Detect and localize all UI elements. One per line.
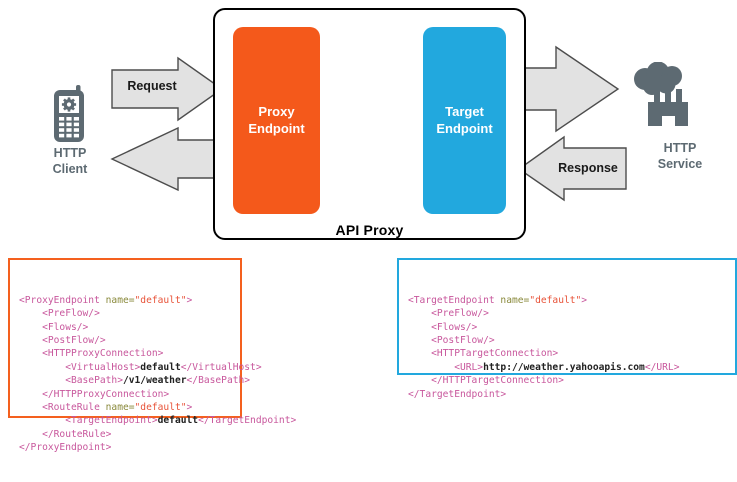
code-token-tag: <ProxyEndpoint (19, 294, 106, 306)
http-client-caption-line2: Client (52, 162, 88, 177)
code-line: <Flows/> (19, 321, 231, 334)
diagram-canvas: API Proxy Proxy Endpoint Target Endpoint… (8, 8, 737, 453)
proxy-endpoint-box[interactable]: Proxy Endpoint (233, 27, 320, 214)
code-token-tag: <TargetEndpoint> (19, 415, 158, 427)
code-line: <RouteRule name="default"> (19, 401, 231, 414)
code-line: <VirtualHost>default</VirtualHost> (19, 361, 261, 374)
code-token-attr: name= (105, 402, 135, 414)
code-line: <PreFlow/> (408, 307, 726, 320)
api-proxy-flow-diagram: API Proxy Proxy Endpoint Target Endpoint… (28, 8, 722, 240)
http-client-caption: HTTP Client (28, 145, 112, 178)
code-token-val: "default" (134, 402, 187, 414)
request-arrow-label: Request (127, 79, 177, 93)
target-endpoint-code-block: <TargetEndpoint name="default"> <PreFlow… (397, 258, 737, 400)
code-token-txt: default (140, 361, 181, 373)
code-line: <BasePath>/v1/weather</BasePath> (19, 374, 250, 387)
code-token-tag: > (186, 402, 193, 414)
code-token-tag: <HTTPProxyConnection> (19, 348, 164, 360)
http-client-caption-line1: HTTP (53, 146, 87, 160)
proxy-endpoint-label-line1: Proxy (258, 104, 295, 120)
code-token-tag: <VirtualHost> (19, 361, 141, 373)
proxy-endpoint-code-block: <ProxyEndpoint name="default"> <PreFlow/… (8, 258, 296, 453)
code-token-val: "default" (134, 294, 187, 306)
code-token-tag: </HTTPProxyConnection> (19, 388, 170, 400)
http-service-caption-line2: Service (657, 157, 703, 172)
code-line: </HTTPProxyConnection> (19, 388, 231, 401)
code-token-tag: </RouteRule> (19, 428, 112, 440)
mobile-phone-gear-icon (42, 85, 98, 150)
proxy-code-lines: <ProxyEndpoint name="default"> <PreFlow/… (19, 294, 296, 455)
code-token-tag: > (581, 294, 588, 306)
code-token-tag: </URL> (644, 361, 680, 373)
code-line: </RouteRule> (19, 428, 231, 441)
code-token-tag: <PostFlow/> (408, 335, 495, 347)
code-token-tag: <PreFlow/> (408, 308, 489, 320)
api-proxy-label: API Proxy (335, 222, 404, 238)
code-token-tag: </TargetEndpoint> (198, 415, 297, 427)
code-line: </TargetEndpoint> (408, 388, 726, 401)
http-service-caption: HTTP Service (638, 140, 722, 173)
target-code-lines: <TargetEndpoint name="default"> <PreFlow… (408, 294, 726, 401)
code-token-tag: </VirtualHost> (180, 361, 262, 373)
code-token-attr: name= (500, 294, 530, 306)
target-endpoint-label-line2: Endpoint (436, 120, 493, 136)
code-line: </ProxyEndpoint> (19, 441, 231, 454)
code-token-tag: <Flows/> (408, 321, 478, 333)
code-token-txt: default (157, 415, 199, 427)
code-line: <ProxyEndpoint name="default"> (19, 294, 231, 307)
code-token-tag: <URL> (408, 361, 484, 373)
code-token-tag: > (186, 294, 193, 306)
code-line: <PostFlow/> (19, 334, 231, 347)
code-token-tag: </ProxyEndpoint> (19, 442, 112, 454)
code-token-val: "default" (529, 294, 582, 306)
http-service-caption-line1: HTTP (663, 141, 697, 155)
code-line: </HTTPTargetConnection> (408, 374, 726, 387)
factory-cloud-icon (628, 61, 700, 141)
code-token-txt: http://weather.yahooapis.com (483, 361, 645, 373)
code-token-txt: /v1/weather (122, 375, 187, 387)
proxy-endpoint-label-line2: Endpoint (248, 120, 305, 136)
code-token-tag: </HTTPTargetConnection> (408, 375, 564, 387)
code-token-attr: name= (105, 294, 135, 306)
code-line: <URL>http://weather.yahooapis.com</URL> (408, 361, 726, 374)
code-line: <Flows/> (408, 321, 726, 334)
code-token-tag: </TargetEndpoint> (408, 388, 507, 400)
target-endpoint-box[interactable]: Target Endpoint (423, 27, 506, 214)
code-line: <HTTPProxyConnection> (19, 347, 231, 360)
code-token-tag: <PostFlow/> (19, 335, 106, 347)
code-line: <TargetEndpoint>default</TargetEndpoint> (19, 414, 296, 427)
code-token-tag: <PreFlow/> (19, 308, 100, 320)
response-arrow-label: Response (558, 161, 618, 175)
code-token-tag: <HTTPTargetConnection> (408, 348, 559, 360)
code-token-tag: <TargetEndpoint (408, 294, 501, 306)
code-line: <HTTPTargetConnection> (408, 347, 726, 360)
code-token-tag: </BasePath> (186, 375, 251, 387)
target-endpoint-label-line1: Target (445, 104, 484, 120)
code-token-tag: <Flows/> (19, 321, 89, 333)
arrow-service-to-target (517, 135, 627, 202)
code-line: <PostFlow/> (408, 334, 726, 347)
code-token-tag: <RouteRule (19, 402, 106, 414)
code-line: <TargetEndpoint name="default"> (408, 294, 726, 307)
code-line: <PreFlow/> (19, 307, 231, 320)
code-token-tag: <BasePath> (19, 375, 123, 387)
arrow-client-to-proxy (111, 56, 224, 122)
